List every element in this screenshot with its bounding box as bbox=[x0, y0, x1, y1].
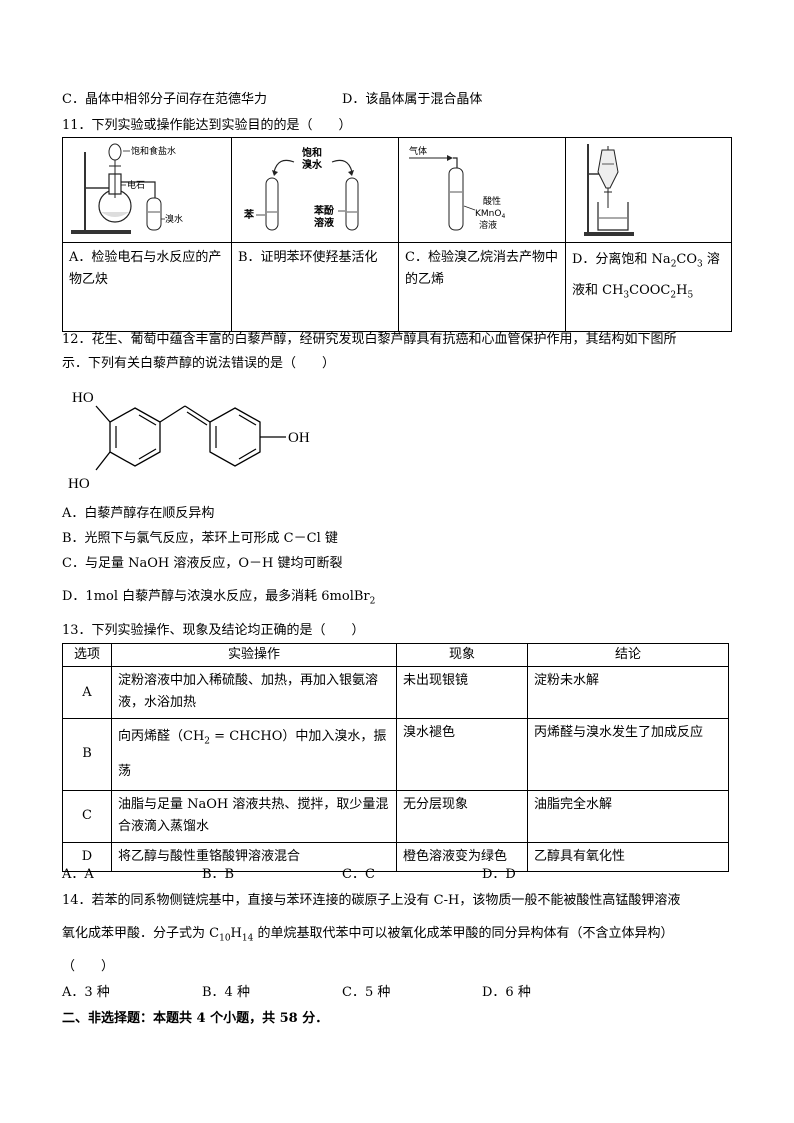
q11-option-d-cell: D．分离饱和 Na2CO3 溶 液和 CH3COOC2H5 bbox=[565, 242, 732, 332]
q13-answer-b: B．B bbox=[202, 867, 235, 882]
q14-line3: （ ） bbox=[62, 959, 115, 974]
label-saturated-brine: 饱和食盐水 bbox=[131, 145, 176, 157]
q12-stem-line1: 12．花生、葡萄中蕴含丰富的白藜芦醇，经研究发现白黎芦醇具有抗癌和心血管保护作用… bbox=[62, 332, 677, 347]
phenol-bromine-figure: 饱和 溴水 苯 苯酚 溶液 bbox=[243, 146, 359, 231]
q11-option-a-cell: A．检验电石与水反应的产物乙炔 bbox=[62, 242, 232, 332]
q11-option-b: B．证明苯环使羟基活化 bbox=[238, 250, 378, 265]
q13-header-operation: 实验操作 bbox=[111, 643, 397, 667]
q13-answer-c: C．C bbox=[342, 867, 375, 882]
q11-option-d: D．分离饱和 Na2CO3 溶 液和 CH3COOC2H5 bbox=[572, 252, 720, 301]
label-solution-c: 溶液 bbox=[479, 219, 497, 231]
acetylene-apparatus-figure: 饱和食盐水 电石 溴水 bbox=[71, 143, 183, 234]
label-ho-bottom: HO bbox=[68, 476, 90, 492]
resveratrol-structure: HO HO OH bbox=[68, 390, 310, 492]
q11-figure-c: 气体 酸性 KMnO4 溶液 bbox=[398, 137, 566, 243]
q13-header-conclusion: 结论 bbox=[527, 643, 729, 667]
q11-option-c: C．检验溴乙烷消去产物中的乙烯 bbox=[405, 250, 558, 287]
q13-stem: 13．下列实验操作、现象及结论均正确的是（ ） bbox=[62, 623, 365, 638]
label-gas: 气体 bbox=[409, 145, 427, 157]
q13-header-option: 选项 bbox=[62, 643, 112, 667]
table-row: A 淀粉溶液中加入稀硫酸、加热，再加入银氨溶液，水浴加热 未出现银镜 淀粉未水解 bbox=[62, 666, 729, 719]
label-acidic: 酸性 bbox=[483, 195, 501, 207]
label-solution-b: 溶液 bbox=[314, 216, 334, 229]
separatory-funnel-figure bbox=[584, 144, 634, 236]
q12-stem-line2: 示．下列有关白藜芦醇的说法错误的是（ ） bbox=[62, 356, 336, 371]
table-row: B 向丙烯醛（CH2 = CHCHO）中加入溴水，振荡 溴水褪色 丙烯醛与溴水发… bbox=[62, 718, 729, 791]
q11-figure-d bbox=[565, 137, 732, 243]
q11-table: 饱和食盐水 电石 溴水 饱和 溴水 苯 苯酚 bbox=[62, 137, 732, 332]
q11-figure-a: 饱和食盐水 电石 溴水 bbox=[62, 137, 232, 243]
label-bromine-water-b: 溴水 bbox=[302, 158, 323, 171]
table-row: D 将乙醇与酸性重铬酸钾溶液混合 橙色溶液变为绿色 乙醇具有氧化性 bbox=[62, 841, 729, 872]
table-row: C 油脂与足量 NaOH 溶液共热、搅拌，取少量混合液滴入蒸馏水 无分层现象 油… bbox=[62, 789, 729, 843]
q14-answer-a: A．3 种 bbox=[62, 985, 110, 1000]
label-bromine-water: 溴水 bbox=[165, 213, 183, 225]
q12-option-a: A．白藜芦醇存在顺反异构 bbox=[62, 506, 215, 521]
section-2-heading: 二、非选择题：本题共 4 个小题，共 58 分． bbox=[62, 1011, 329, 1026]
q12-option-b: B．光照下与氯气反应，苯环上可形成 C－Cl 键 bbox=[62, 531, 338, 546]
q14-line2: 氧化成苯甲酸．分子式为 C10H14 的单烷基取代苯中可以被氧化成苯甲酸的同分异… bbox=[62, 926, 674, 944]
q14-answer-d: D．6 种 bbox=[482, 985, 531, 1000]
q11-figure-b: 饱和 溴水 苯 苯酚 溶液 bbox=[231, 137, 399, 243]
label-calcium-carbide: 电石 bbox=[127, 179, 145, 191]
label-benzene: 苯 bbox=[243, 208, 255, 221]
label-kmno4: KMnO4 bbox=[475, 209, 505, 220]
q12-option-c: C．与足量 NaOH 溶液反应，O－H 键均可断裂 bbox=[62, 556, 343, 571]
q13-answer-a: A．A bbox=[62, 867, 94, 882]
q11-option-b-cell: B．证明苯环使羟基活化 bbox=[231, 242, 399, 332]
q13-header-phenomenon: 现象 bbox=[396, 643, 528, 667]
label-oh-right: OH bbox=[288, 430, 310, 446]
q12-option-d: D．1mol 白藜芦醇与浓溴水反应，最多消耗 6molBr2 bbox=[62, 589, 376, 607]
q10-option-c: C．晶体中相邻分子间存在范德华力 bbox=[62, 92, 267, 107]
q14-line1: 14．若苯的同系物侧链烷基中，直接与苯环连接的碳原子上没有 C-H，该物质一般不… bbox=[62, 893, 681, 908]
q13-table: 选项 实验操作 现象 结论 A 淀粉溶液中加入稀硫酸、加热，再加入银氨溶液，水浴… bbox=[62, 643, 729, 872]
label-ho-top: HO bbox=[72, 390, 94, 406]
q13-answer-d: D．D bbox=[482, 867, 516, 882]
q11-option-a: A．检验电石与水反应的产物乙炔 bbox=[69, 250, 222, 287]
kmno4-test-figure: 气体 酸性 KMnO4 溶液 bbox=[409, 145, 505, 231]
label-phenol: 苯酚 bbox=[313, 204, 335, 217]
q14-answer-b: B．4 种 bbox=[202, 985, 250, 1000]
q11-option-c-cell: C．检验溴乙烷消去产物中的乙烯 bbox=[398, 242, 566, 332]
q14-answer-c: C．5 种 bbox=[342, 985, 391, 1000]
q10-option-d: D．该晶体属于混合晶体 bbox=[342, 92, 483, 107]
label-saturated: 饱和 bbox=[302, 146, 322, 159]
q11-stem: 11．下列实验或操作能达到实验目的的是（ ） bbox=[62, 118, 352, 133]
